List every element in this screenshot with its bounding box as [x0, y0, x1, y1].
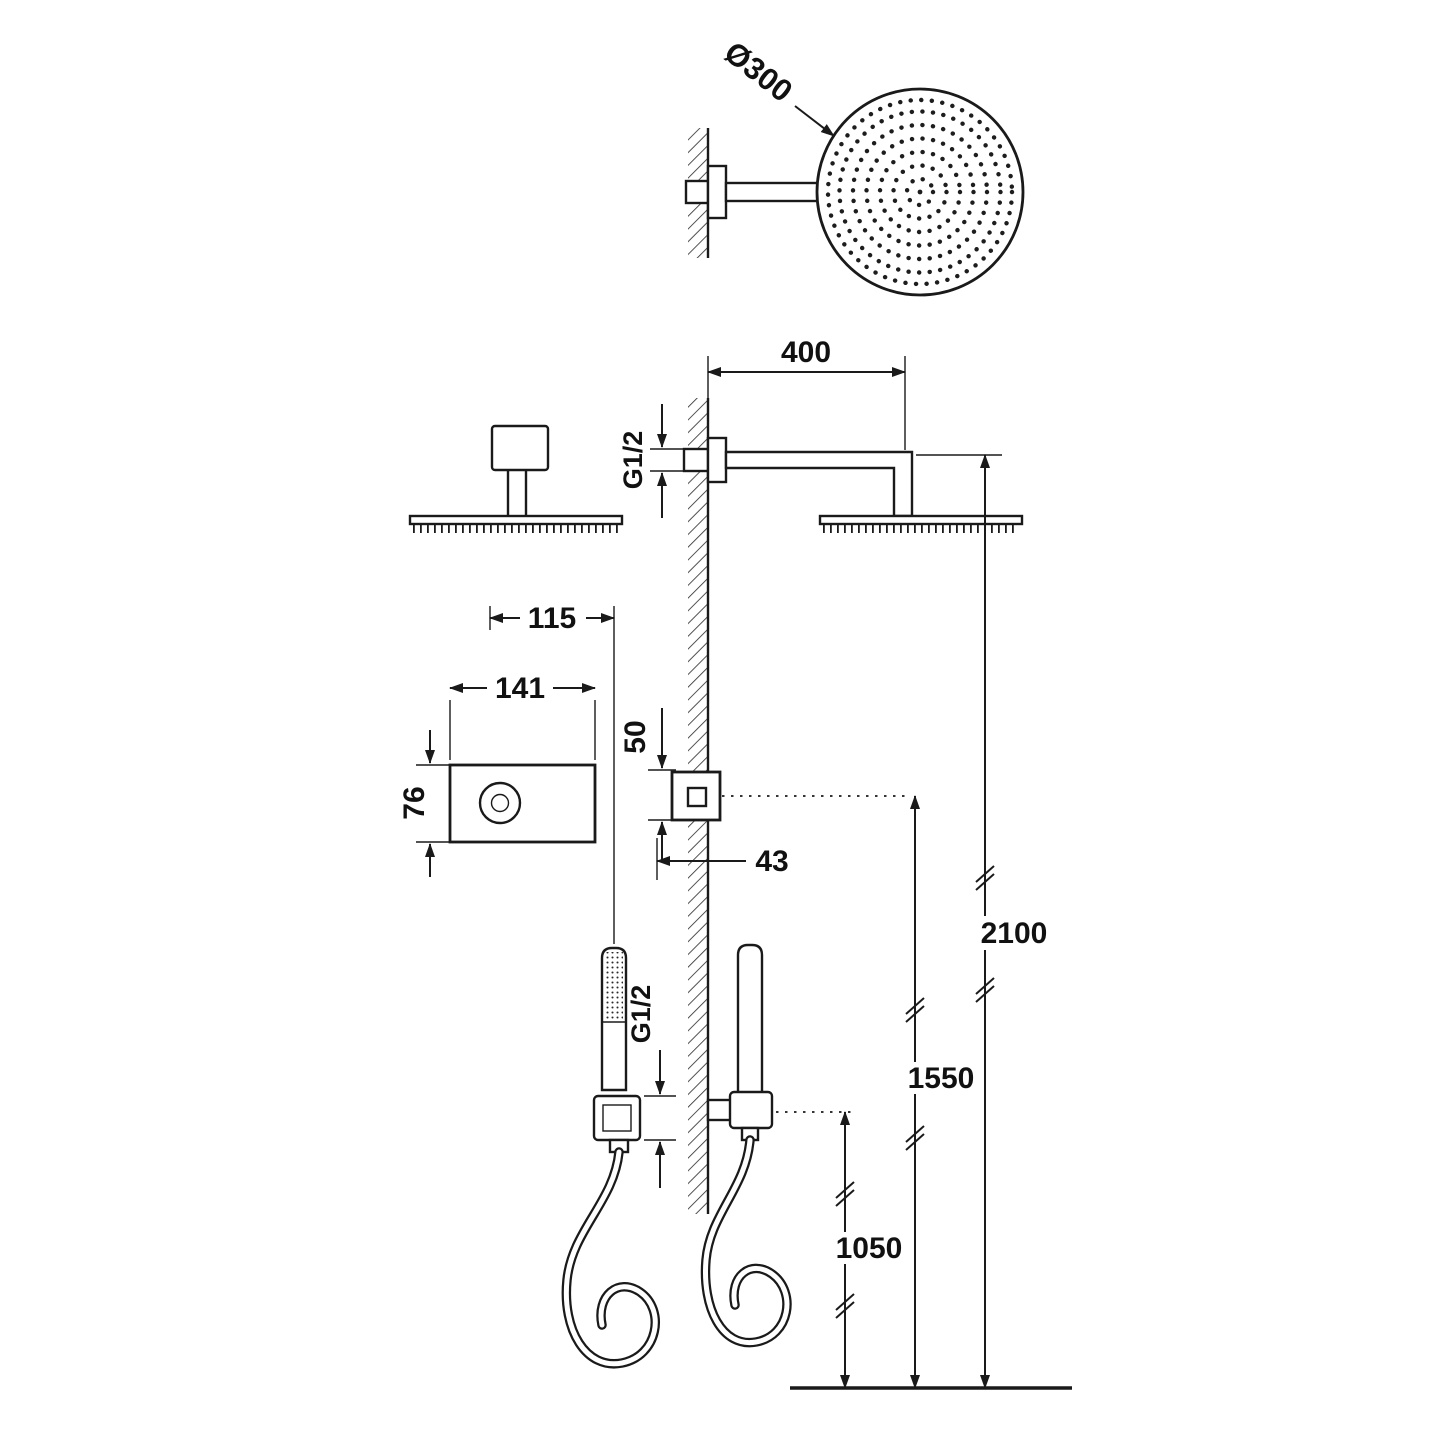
dim-height-handshower-1050: 1050 [830, 1111, 908, 1389]
holder-bracket [706, 1098, 734, 1122]
dim-label-control-height: 76 [398, 786, 431, 819]
dim-label-height-handshower: 1050 [836, 1232, 903, 1265]
dim-arm-length: 400 [707, 336, 906, 450]
dim-height-mixer-1550: 1550 [902, 795, 980, 1389]
arm-escutcheon-front [490, 424, 550, 472]
dim-arm-thread: G1/2 [618, 404, 684, 518]
head-plate-side [818, 514, 1024, 526]
dim-control-height: 76 [398, 730, 450, 877]
handshower-detail-view [561, 946, 660, 1369]
control-knob-center [490, 793, 510, 813]
dim-label-control-width: 141 [495, 672, 545, 705]
dim-label-height-mixer: 1550 [908, 1062, 975, 1095]
handshower-holder [728, 1090, 774, 1130]
arm-flange [706, 164, 728, 220]
handshower-spray-face [605, 952, 623, 1020]
front-view-head-edge [408, 424, 624, 533]
dim-mixer-size: 50 [619, 708, 676, 860]
handshower-wall-mounted [700, 943, 856, 1348]
shower-arm-front [724, 181, 828, 203]
dim-label-offset: 115 [528, 602, 576, 635]
dim-height-total-2100: 2100 [916, 454, 1054, 1389]
dim-label-arm-length: 400 [781, 336, 831, 369]
dim-label-mixer-size: 50 [619, 720, 652, 753]
dim-control-width: 141 [449, 672, 596, 760]
arm-wall-connection [684, 179, 710, 205]
mixer-cartridge [686, 786, 708, 808]
electronic-control-unit [448, 763, 597, 844]
side-view-arm-and-head [682, 436, 1024, 533]
control-body [448, 763, 597, 844]
shower-hose-right [700, 1135, 792, 1348]
dim-label-outlet-thread: G1/2 [626, 985, 656, 1044]
dim-label-head-diameter: Ø300 [718, 35, 799, 109]
leader-arrow [794, 105, 835, 137]
dim-head-diameter: Ø300 [718, 35, 835, 137]
front-view-rain-head [684, 87, 1025, 297]
dim-label-mixer-depth: 43 [755, 845, 788, 878]
dim-mixer-depth: 43 [656, 838, 789, 880]
dim-label-height-total: 2100 [981, 917, 1048, 950]
rain-head-nozzles [825, 97, 1015, 287]
control-knob [478, 781, 522, 825]
dim-label-arm-thread: G1/2 [618, 431, 648, 490]
handshower-wand-side [736, 943, 764, 1102]
water-outlet-body [602, 1104, 632, 1132]
head-plate-front [408, 514, 624, 526]
arm-inwall-connection [682, 447, 710, 473]
water-outlet-escutcheon [592, 1094, 642, 1142]
concealed-mixer-body [670, 770, 908, 822]
dim-outlet-thread: G1/2 [626, 985, 676, 1188]
shower-arm-side [724, 450, 914, 518]
arm-flange-side [706, 436, 728, 484]
dim-offset-115: 115 [489, 602, 615, 944]
